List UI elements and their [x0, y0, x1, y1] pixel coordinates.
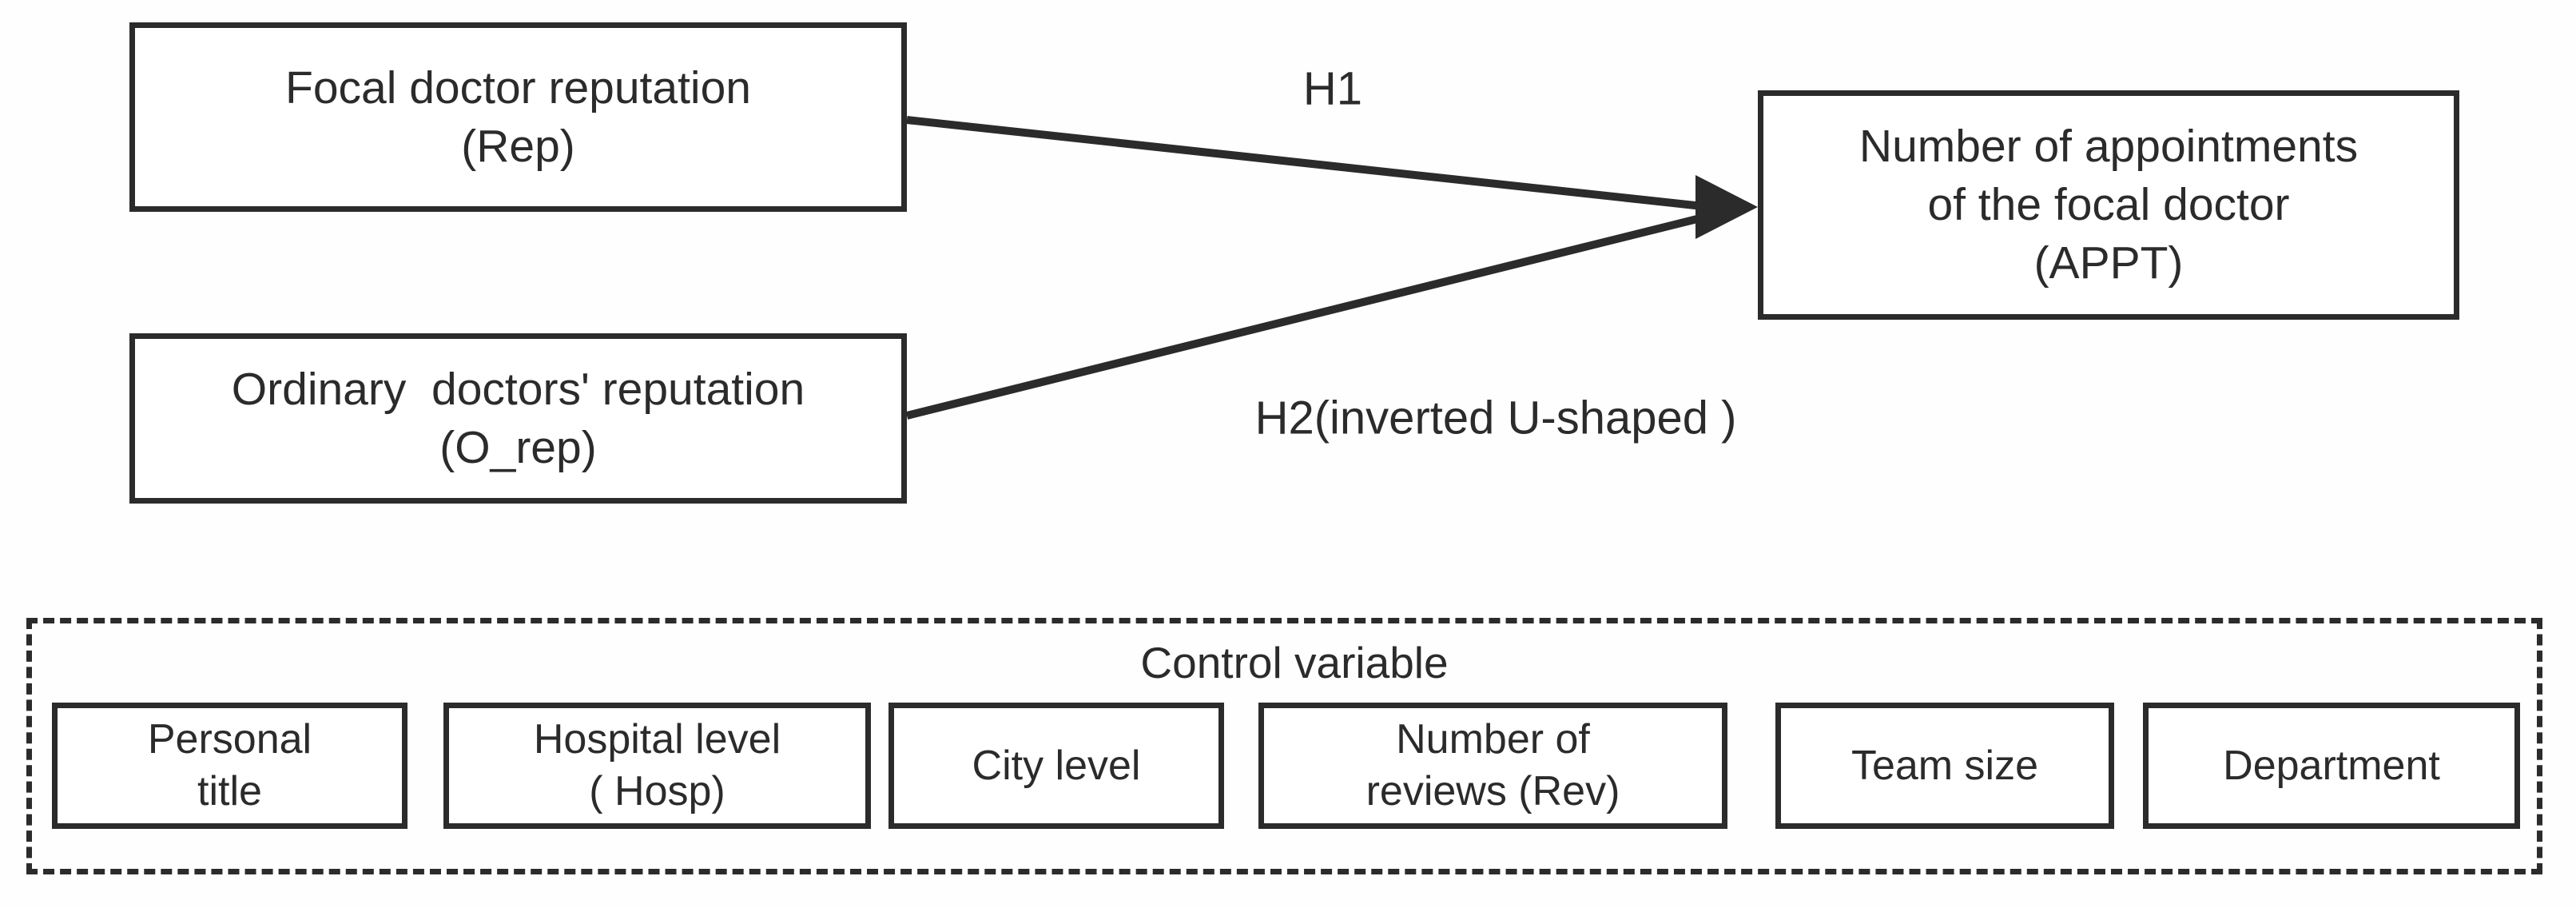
box-ordinary-doctors-reputation: Ordinary doctors' reputation (O_rep) [129, 333, 907, 504]
control-box-label: Team size [1851, 742, 2039, 789]
control-box-label: Department [2223, 742, 2440, 789]
arrowhead-icon [1695, 175, 1758, 239]
control-box-label: Hospital level ( Hosp) [533, 716, 781, 814]
h1-arrow-label: H1 [1302, 62, 1363, 115]
box-number-of-appointments: Number of appointments of the focal doct… [1758, 90, 2459, 320]
control-box-label: Personal title [147, 716, 312, 814]
h1-arrow-line [906, 116, 1711, 211]
control-variables-container [26, 618, 2542, 874]
control-box-personal-title: Personal title [52, 703, 407, 829]
h2-arrow-line [905, 212, 1711, 420]
box-number-of-appointments-label: Number of appointments of the focal doct… [1858, 121, 2359, 289]
control-box-number-of-reviews: Number of reviews (Rev) [1258, 703, 1727, 829]
control-box-team-size: Team size [1775, 703, 2114, 829]
box-focal-doctor-reputation: Focal doctor reputation (Rep) [129, 22, 907, 212]
control-box-label: Number of reviews (Rev) [1366, 716, 1620, 814]
control-box-department: Department [2143, 703, 2520, 829]
h2-arrow-label: H2(inverted U-shaped ) [1254, 392, 1737, 444]
control-variables-title: Control variable [1140, 638, 1449, 687]
box-ordinary-doctors-reputation-label: Ordinary doctors' reputation (O_rep) [231, 363, 805, 473]
box-focal-doctor-reputation-label: Focal doctor reputation (Rep) [285, 62, 751, 172]
control-box-city-level: City level [888, 703, 1224, 829]
control-box-hospital-level: Hospital level ( Hosp) [443, 703, 871, 829]
control-box-label: City level [972, 742, 1141, 789]
